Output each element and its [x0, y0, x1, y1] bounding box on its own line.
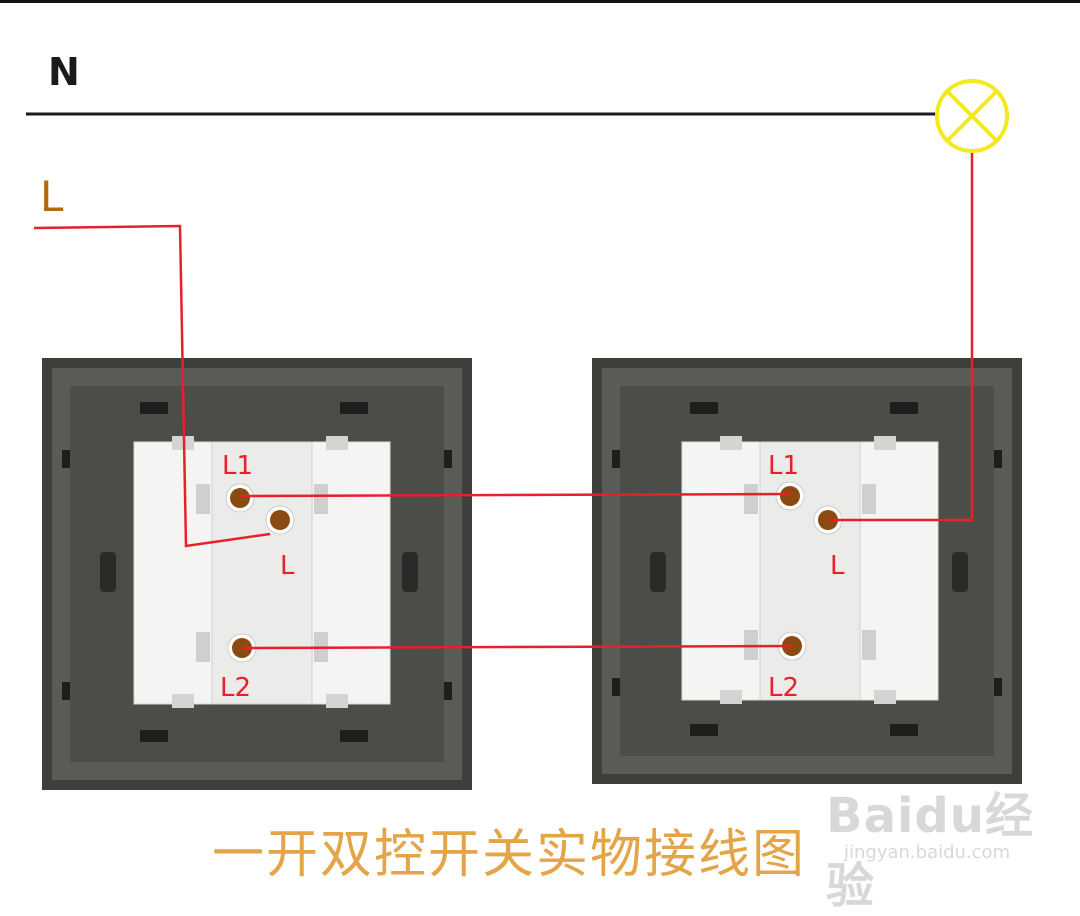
switched-live-wire [828, 152, 974, 522]
switch-right: L1 L L2 [592, 358, 1022, 784]
switch-left-label-l1: L1 [222, 451, 253, 481]
diagram-canvas: L1 L L2 [26, 79, 1022, 790]
lamp-icon [935, 79, 1009, 153]
switch-left-terminal-l [270, 510, 290, 530]
switch-left-terminal-l1 [230, 488, 250, 508]
watermark-logo: Baidu经验 [826, 788, 1034, 914]
switch-right-label-l: L [830, 551, 845, 581]
live-wire-supply [33, 224, 271, 548]
switch-right-label-l2: L2 [768, 673, 799, 703]
switch-right-terminal-l1 [780, 486, 800, 506]
diagram-caption: 一开双控开关实物接线图 [212, 825, 807, 885]
switch-left-label-l2: L2 [220, 673, 251, 703]
traveler-wire-l2 [241, 644, 793, 650]
switch-right-label-l1: L1 [768, 451, 799, 481]
switch-left: L1 L L2 [42, 358, 472, 790]
live-label: L [40, 172, 64, 221]
watermark: Baidu经验 jingyan.baidu.com [826, 776, 1080, 916]
top-border [0, 0, 1080, 3]
watermark-url: jingyan.baidu.com [844, 842, 1011, 863]
switch-left-label-l: L [280, 551, 295, 581]
traveler-wire-l1 [239, 492, 791, 498]
neutral-label: N [48, 50, 80, 94]
